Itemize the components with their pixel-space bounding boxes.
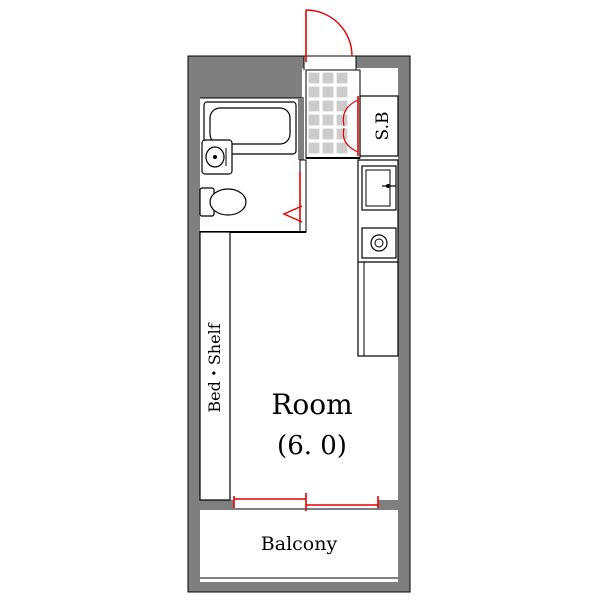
toilet-icon [199, 187, 247, 217]
kitchen [357, 159, 399, 357]
main-room: Room (6. 0) [271, 388, 352, 461]
bathroom-door-icon [282, 172, 303, 223]
room-size-label: (6. 0) [277, 431, 347, 461]
bathtub-inner [209, 107, 291, 145]
bath-sink-icon [201, 139, 233, 175]
inner-door-icon [342, 96, 359, 156]
stove-icon [361, 227, 397, 259]
balcony-space [200, 510, 398, 582]
entrance [305, 9, 361, 159]
balcony-window [233, 493, 379, 511]
front-door-icon [305, 9, 353, 62]
bed-shelf: Bed・Shelf [199, 231, 231, 501]
bathroom [199, 97, 307, 233]
balcony: Balcony [200, 533, 398, 579]
entrance-gap [304, 56, 356, 70]
entrance-tiles [307, 71, 349, 155]
balcony-label: Balcony [261, 533, 338, 555]
wall-block-top-left [200, 68, 302, 98]
kitchen-sink-icon [361, 165, 397, 211]
bed-shelf-label: Bed・Shelf [205, 322, 224, 412]
shoe-box-label: S.B [373, 112, 393, 141]
shoe-box: S.B [359, 95, 399, 157]
room-name-label: Room [271, 388, 352, 421]
